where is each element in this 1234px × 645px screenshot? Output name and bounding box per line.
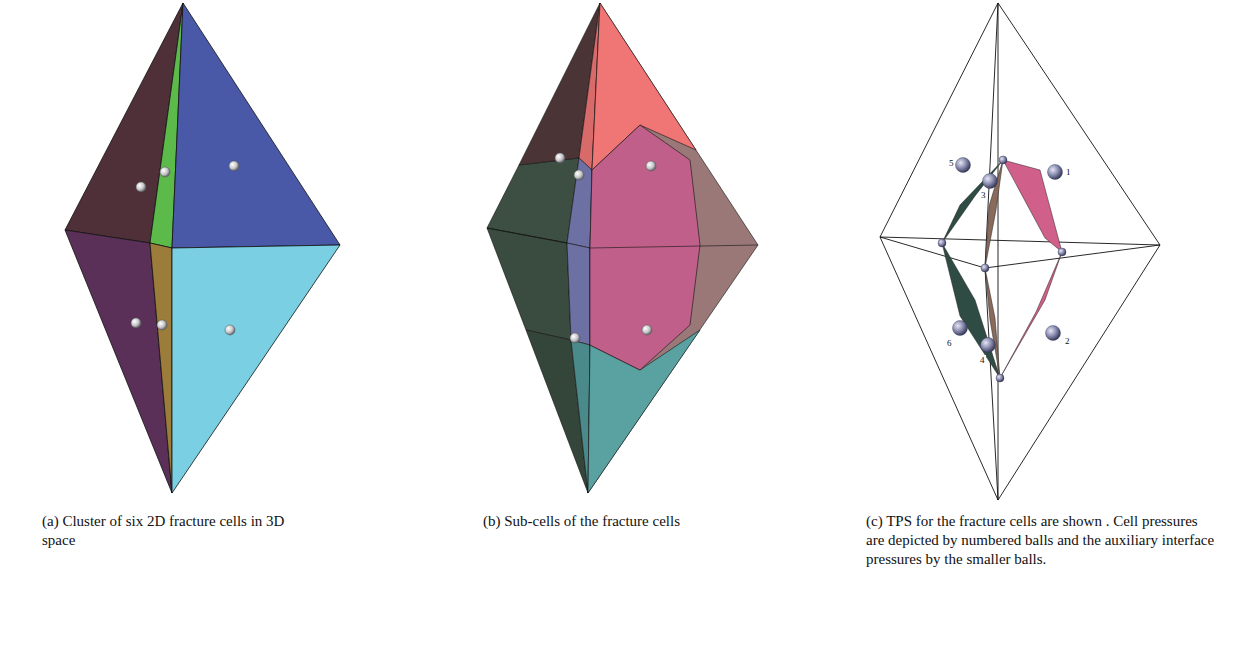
interface-ball bbox=[1058, 248, 1066, 256]
center-ball bbox=[570, 333, 580, 343]
cell-center-balls bbox=[131, 161, 239, 335]
callout-number: 6 bbox=[946, 338, 953, 348]
pressure-ball bbox=[983, 174, 998, 189]
pressure-ball bbox=[1046, 326, 1061, 341]
tps-face bbox=[1000, 252, 1062, 378]
callout-number: 5 bbox=[948, 158, 955, 168]
sub-cell-balls bbox=[555, 153, 656, 343]
pressure-ball bbox=[956, 158, 971, 173]
center-ball bbox=[225, 325, 235, 335]
interface-ball bbox=[996, 374, 1004, 382]
tps-face bbox=[985, 268, 1000, 378]
center-ball bbox=[574, 170, 584, 180]
fracture-cell bbox=[172, 3, 340, 248]
sub-cell bbox=[487, 228, 571, 340]
wireframe bbox=[880, 3, 1160, 500]
center-ball bbox=[555, 153, 565, 163]
fracture-cell bbox=[172, 245, 340, 493]
callout-number: 3 bbox=[980, 190, 987, 200]
sub-cell bbox=[567, 158, 592, 248]
interface-ball bbox=[981, 264, 989, 272]
center-ball bbox=[157, 320, 167, 330]
center-ball bbox=[642, 325, 652, 335]
center-ball bbox=[136, 182, 146, 192]
wire-edge bbox=[880, 237, 985, 268]
sub-cell bbox=[571, 340, 590, 493]
fracture-cell bbox=[65, 230, 172, 493]
fracture-cell bbox=[150, 243, 172, 493]
center-ball bbox=[160, 167, 170, 177]
wire-edge bbox=[998, 3, 999, 500]
interface-ball bbox=[938, 239, 946, 247]
sub-cell bbox=[487, 158, 579, 243]
pressure-balls bbox=[953, 158, 1063, 353]
pressure-ball bbox=[1048, 165, 1063, 180]
pressure-ball bbox=[981, 338, 996, 353]
center-ball bbox=[646, 161, 656, 171]
center-ball bbox=[131, 318, 141, 328]
sub-cell-cluster bbox=[487, 3, 758, 493]
callout-number: 2 bbox=[1064, 336, 1071, 346]
wire-edge bbox=[880, 3, 1160, 500]
center-ball bbox=[229, 161, 239, 171]
cell-edge bbox=[590, 245, 758, 248]
caption: (c) TPS for the fracture cells are shown… bbox=[866, 512, 1216, 569]
wire-edge bbox=[880, 237, 1160, 245]
wire-edge bbox=[985, 245, 1160, 268]
callout-number: 4 bbox=[979, 355, 986, 365]
caption: (a) Cluster of six 2D fracture cells in … bbox=[42, 512, 304, 550]
sub-cell bbox=[588, 3, 758, 493]
tps-face bbox=[1003, 160, 1062, 252]
interface-balls bbox=[938, 156, 1066, 382]
callout-number: 1 bbox=[1065, 167, 1072, 177]
pressure-ball bbox=[953, 321, 968, 336]
fracture-cluster bbox=[65, 3, 340, 493]
tps-face bbox=[942, 243, 1000, 378]
tps-polygons bbox=[942, 160, 1062, 378]
cell-edge bbox=[487, 228, 567, 243]
sub-cell bbox=[567, 243, 590, 345]
caption: (b) Sub-cells of the fracture cells bbox=[483, 512, 773, 531]
interface-ball bbox=[999, 156, 1007, 164]
